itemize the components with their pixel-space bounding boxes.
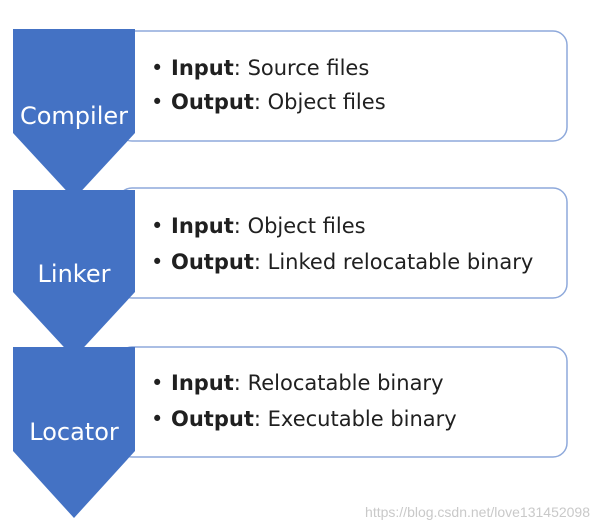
step-locator: Locator • Input: Relocatable binary • Ou… <box>13 346 568 518</box>
bullet-dot: • <box>151 214 163 238</box>
bullet-value: Object files <box>268 90 386 114</box>
bullet-dot: • <box>151 90 163 114</box>
bullet-value: Object files <box>248 214 366 238</box>
bullet-dot: • <box>151 56 163 80</box>
step-compiler-bullet-input: • Input: Source files <box>151 56 369 80</box>
bullet-key: Input <box>171 56 234 80</box>
bullet-sep: : <box>234 371 248 395</box>
bullet-sep: : <box>234 56 248 80</box>
bullet-value: Relocatable binary <box>248 371 444 395</box>
bullet-key: Output <box>171 90 254 114</box>
step-linker-label: Linker <box>38 260 111 288</box>
bullet-key: Output <box>171 250 254 274</box>
step-linker-bullet-input: • Input: Object files <box>151 214 366 238</box>
bullet-value: Executable binary <box>268 407 457 431</box>
step-linker-box <box>117 187 568 299</box>
step-locator-bullet-output: • Output: Executable binary <box>151 407 457 431</box>
bullet-key: Input <box>171 214 234 238</box>
step-linker: Linker • Input: Object files • Output: L… <box>13 187 568 358</box>
step-linker-chevron <box>13 190 135 358</box>
bullet-sep: : <box>234 214 248 238</box>
step-compiler-chevron <box>13 29 135 199</box>
step-compiler-bullet-output: • Output: Object files <box>151 90 386 114</box>
step-linker-bullet-output: • Output: Linked relocatable binary <box>151 250 533 274</box>
bullet-key: Input <box>171 371 234 395</box>
bullet-sep: : <box>254 90 268 114</box>
bullet-dot: • <box>151 407 163 431</box>
bullet-value: Source files <box>248 56 370 80</box>
bullet-dot: • <box>151 250 163 274</box>
step-compiler-label: Compiler <box>20 102 128 130</box>
bullet-value: Linked relocatable binary <box>268 250 534 274</box>
step-locator-box <box>117 346 568 458</box>
step-locator-chevron <box>13 347 135 518</box>
step-locator-label: Locator <box>29 418 119 446</box>
step-compiler-box <box>117 30 568 142</box>
bullet-sep: : <box>254 407 268 431</box>
step-compiler: Compiler • Input: Source files • Output:… <box>13 29 568 199</box>
step-locator-bullet-input: • Input: Relocatable binary <box>151 371 444 395</box>
bullet-sep: : <box>254 250 268 274</box>
bullet-key: Output <box>171 407 254 431</box>
bullet-dot: • <box>151 371 163 395</box>
watermark-text: https://blog.csdn.net/love131452098 <box>365 504 590 520</box>
